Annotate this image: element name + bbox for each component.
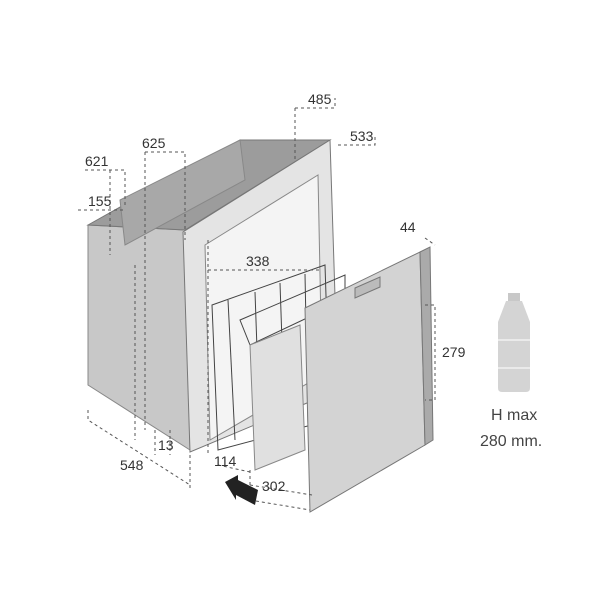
dim-548: 548 <box>120 457 144 473</box>
insert-direction-arrow-icon <box>225 475 258 505</box>
dimension-lines <box>78 98 436 496</box>
dim-44: 44 <box>400 219 416 235</box>
dim-155: 155 <box>88 193 112 209</box>
dim-485: 485 <box>308 91 332 107</box>
dim-533: 533 <box>350 128 374 144</box>
bottle-note-line2: 280 mm. <box>480 433 542 450</box>
dim-279: 279 <box>442 344 466 360</box>
bottle-icon <box>498 293 530 392</box>
wire-basket <box>211 264 346 471</box>
dim-338: 338 <box>246 253 270 269</box>
dim-13: 13 <box>158 437 174 453</box>
door-edge <box>419 246 434 446</box>
bottle-note-line1: H max <box>491 407 537 424</box>
door-handle <box>354 276 381 299</box>
cabinet-back-block <box>119 139 246 246</box>
dim-625: 625 <box>142 135 166 151</box>
cabinet-side <box>87 224 191 451</box>
dim-621: 621 <box>85 153 109 169</box>
dim-114: 114 <box>214 453 237 469</box>
dim-302: 302 <box>262 478 286 494</box>
